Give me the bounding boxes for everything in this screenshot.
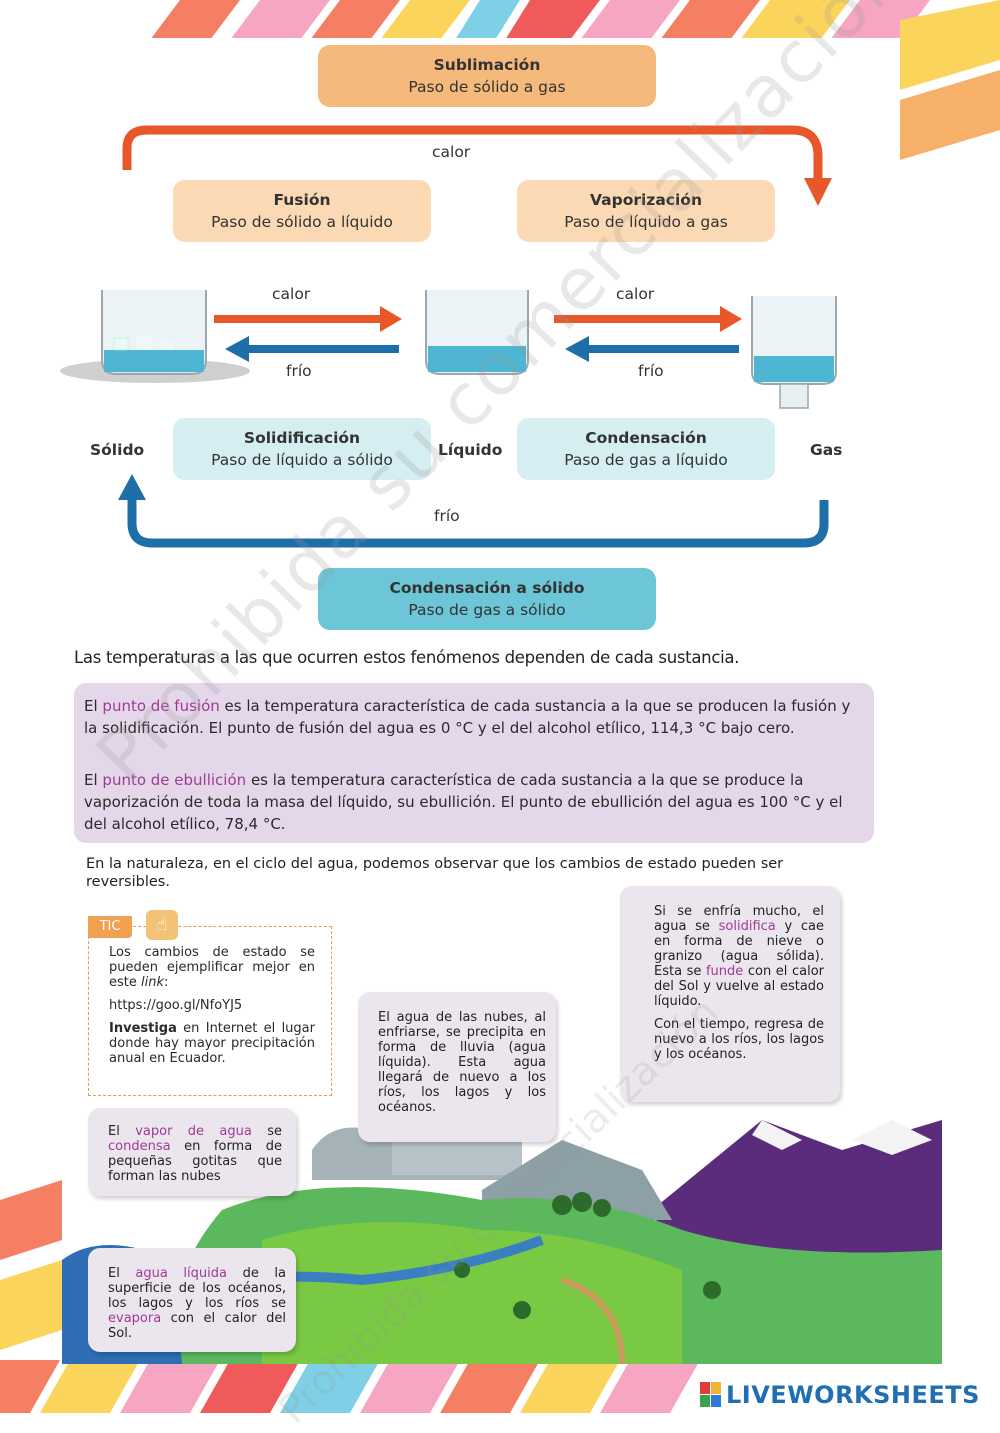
state-liquid: Líquido xyxy=(438,441,503,459)
sublimation-desc: Paso de sólido a gas xyxy=(408,78,566,96)
tic-investiga: Investiga en Internet el lugar donde hay… xyxy=(109,1021,315,1066)
tic-text: Los cambios de estado se pueden ejemplif… xyxy=(109,945,315,990)
liveworksheets-brand[interactable]: LIVEWORKSHEETS xyxy=(726,1381,980,1409)
hand-pointer-icon: ☝ xyxy=(146,910,178,940)
sublimation-title: Sublimación xyxy=(433,56,541,74)
melting-point-definition: El punto de fusión es la temperatura car… xyxy=(84,697,851,737)
top-heat-label: calor xyxy=(432,143,471,161)
deposition-box: Condensación a sólido Paso de gas a sóli… xyxy=(318,568,656,630)
card-clouds-rain: El agua de las nubes, al enfriarse, se p… xyxy=(358,992,556,1142)
condensation-desc: Paso de gas a líquido xyxy=(564,451,728,469)
liveworksheets-logo-icon xyxy=(700,1382,721,1407)
state-change-arrows xyxy=(60,125,837,548)
solidification-title: Solidificación xyxy=(243,429,361,447)
cold-label-left: frío xyxy=(286,362,312,380)
fusion-box: Fusión Paso de sólido a líquido xyxy=(173,180,431,242)
nature-intro: En la naturaleza, en el ciclo del agua, … xyxy=(86,856,784,890)
heat-label-left: calor xyxy=(272,285,311,303)
tic-box: Los cambios de estado se pueden ejemplif… xyxy=(88,926,332,1096)
cold-label-right: frío xyxy=(638,362,664,380)
tic-url[interactable]: https://goo.gl/NfoYJ5 xyxy=(109,998,243,1013)
card-liquid-water: El agua líquida de la superficie de los … xyxy=(88,1248,296,1352)
decorative-border-bottom xyxy=(0,1360,1000,1413)
fusion-desc: Paso de sólido a líquido xyxy=(211,213,393,231)
boiling-point-definition: El punto de ebullición es la temperatura… xyxy=(84,771,843,833)
bottom-cold-label: frío xyxy=(434,507,460,525)
decorative-border-right xyxy=(900,0,1000,160)
vaporization-title: Vaporización xyxy=(590,191,702,209)
decorative-border-top xyxy=(0,0,1000,40)
condensation-title: Condensación xyxy=(585,429,707,447)
vaporization-box: Vaporización Paso de líquido a gas xyxy=(517,180,775,242)
solidification-box: Solidificación Paso de líquido a sólido xyxy=(173,418,431,480)
card-clouds-text: El agua de las nubes, al enfriarse, se p… xyxy=(378,1010,546,1115)
decorative-border-left xyxy=(0,1180,62,1350)
deposition-desc: Paso de gas a sólido xyxy=(408,601,566,619)
card-water-vapor: El vapor de agua se condensa en forma de… xyxy=(88,1108,296,1196)
term-boiling-point: punto de ebullición xyxy=(102,771,247,789)
condensation-box: Condensación Paso de gas a líquido xyxy=(517,418,775,480)
definitions-box: El punto de fusión es la temperatura car… xyxy=(74,683,874,843)
solidification-desc: Paso de líquido a sólido xyxy=(211,451,393,469)
intro-sentence: Las temperaturas a las que ocurren estos… xyxy=(74,648,740,667)
state-gas: Gas xyxy=(810,441,843,459)
deposition-title: Condensación a sólido xyxy=(389,579,585,597)
tic-tag: TIC xyxy=(88,916,132,938)
card-snow-hail: Si se enfría mucho, el agua se solidific… xyxy=(620,886,840,1102)
heat-label-right: calor xyxy=(616,285,655,303)
term-melting-point: punto de fusión xyxy=(102,697,220,715)
fusion-title: Fusión xyxy=(273,191,331,209)
sublimation-box: Sublimación Paso de sólido a gas xyxy=(318,45,656,107)
vaporization-desc: Paso de líquido a gas xyxy=(564,213,728,231)
state-solid: Sólido xyxy=(90,441,145,459)
